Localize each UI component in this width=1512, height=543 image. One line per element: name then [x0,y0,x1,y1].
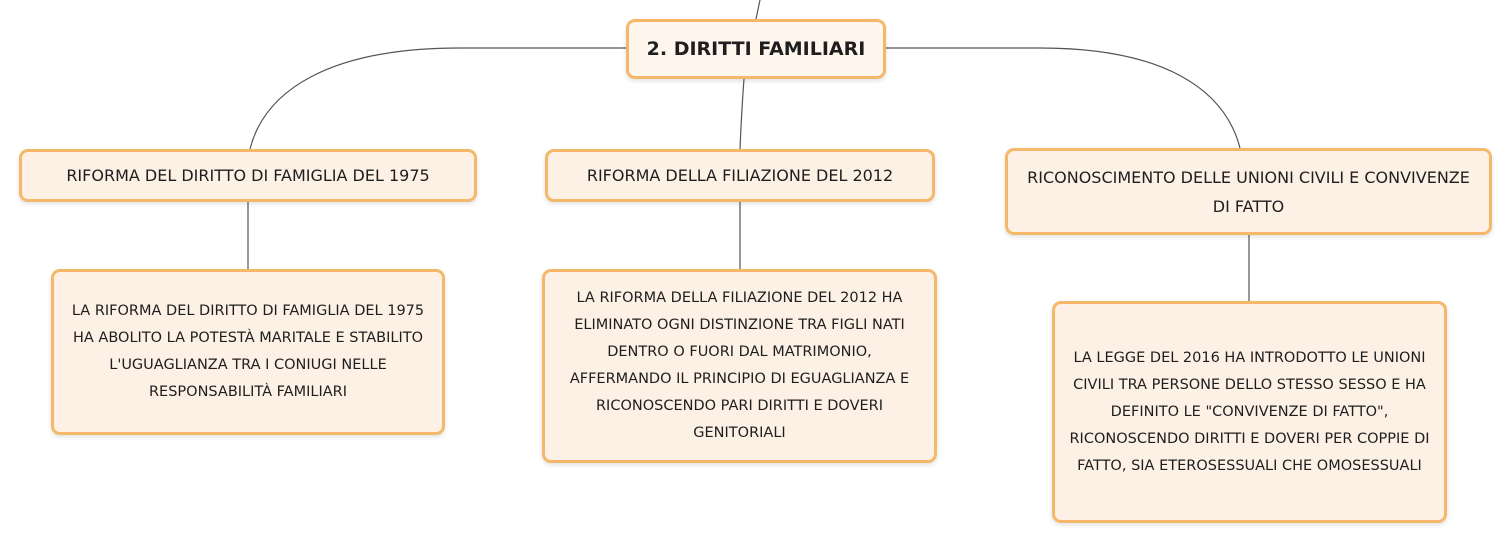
detail-node-text: LA RIFORMA DELLA FILIAZIONE DEL 2012 HA … [569,290,910,441]
connector-root-to-branch-3 [886,47,1241,149]
root-node-label: 2. DIRITTI FAMILIARI [646,38,866,60]
root-node[interactable]: 2. DIRITTI FAMILIARI [626,19,886,79]
branch-node-label: RIFORMA DELLA FILIAZIONE DEL 2012 [586,166,894,185]
detail-node-text: LA RIFORMA DEL DIRITTO DI FAMIGLIA DEL 1… [71,303,425,400]
detail-node-riforma-filiazione-2012[interactable]: LA RIFORMA DELLA FILIAZIONE DEL 2012 HA … [542,269,937,463]
connector-root-to-branch-1 [249,47,626,150]
branch-node-label: RIFORMA DEL DIRITTO DI FAMIGLIA DEL 1975 [66,166,430,185]
connector-root-to-branch-2 [739,78,745,150]
connector-parent-to-root [755,0,761,20]
detail-node-unioni-civili[interactable]: LA LEGGE DEL 2016 HA INTRODOTTO LE UNION… [1052,301,1447,523]
branch-node-riforma-filiazione-2012[interactable]: RIFORMA DELLA FILIAZIONE DEL 2012 [545,149,935,202]
detail-node-riforma-1975[interactable]: LA RIFORMA DEL DIRITTO DI FAMIGLIA DEL 1… [51,269,445,435]
branch-node-label: RICONOSCIMENTO DELLE UNIONI CIVILI E CON… [1027,167,1470,216]
branch-node-riforma-1975[interactable]: RIFORMA DEL DIRITTO DI FAMIGLIA DEL 1975 [19,149,477,202]
detail-node-text: LA LEGGE DEL 2016 HA INTRODOTTO LE UNION… [1069,349,1430,474]
branch-node-unioni-civili[interactable]: RICONOSCIMENTO DELLE UNIONI CIVILI E CON… [1005,148,1492,235]
